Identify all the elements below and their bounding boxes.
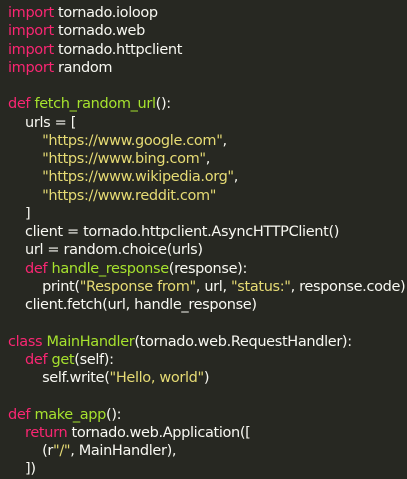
code-line: client.fetch(url, handle_response) bbox=[8, 296, 407, 314]
code-line: "https://www.wikipedia.org", bbox=[8, 168, 407, 186]
code-function-name: make_app bbox=[34, 406, 107, 423]
code-function-name: MainHandler bbox=[46, 333, 135, 350]
code-function-name: fetch_random_url bbox=[34, 96, 156, 113]
code-line: def get(self): bbox=[8, 351, 407, 369]
code-function-name: get bbox=[51, 351, 75, 368]
code-text: , url, bbox=[195, 278, 231, 295]
code-text: (): bbox=[155, 96, 172, 113]
code-line: def make_app(): bbox=[8, 406, 407, 424]
code-keyword: import bbox=[8, 23, 54, 40]
code-text bbox=[8, 188, 42, 204]
code-line: "https://www.bing.com", bbox=[8, 150, 407, 168]
code-text: tornado.ioloop bbox=[53, 5, 158, 21]
code-line: self.write("Hello, world") bbox=[8, 369, 407, 387]
code-text: , bbox=[233, 169, 239, 186]
code-text bbox=[8, 425, 25, 441]
code-text: random bbox=[53, 59, 113, 76]
code-text: , response.code) bbox=[290, 278, 406, 295]
code-function-name: handle_response bbox=[51, 260, 170, 277]
code-line bbox=[8, 314, 407, 332]
code-text: , MainHandler), bbox=[70, 443, 177, 459]
code-line: urls = [ bbox=[8, 114, 407, 132]
code-string: "https://www.reddit.com" bbox=[42, 187, 217, 204]
code-keyword: import bbox=[8, 41, 54, 58]
code-keyword: return bbox=[25, 424, 72, 441]
code-text bbox=[8, 133, 42, 149]
code-text bbox=[8, 151, 42, 167]
code-string: "Response from" bbox=[79, 278, 196, 295]
code-text: print( bbox=[8, 278, 80, 295]
code-text: (): bbox=[106, 406, 122, 423]
code-line bbox=[8, 387, 407, 405]
code-text: , bbox=[222, 132, 228, 149]
code-line: print("Response from", url, "status:", r… bbox=[8, 278, 407, 296]
code-line: import tornado.web bbox=[8, 22, 407, 40]
code-keyword: class bbox=[8, 333, 47, 350]
code-text: tornado.httpclient bbox=[53, 41, 183, 58]
code-text: tornado.web.Application([ bbox=[71, 424, 251, 441]
code-line: class MainHandler(tornado.web.RequestHan… bbox=[8, 333, 407, 351]
code-line: "https://www.google.com", bbox=[8, 132, 407, 150]
code-text: client = tornado.httpclient.AsyncHTTPCli… bbox=[8, 224, 340, 240]
code-line: url = random.choice(urls) bbox=[8, 241, 407, 259]
code-string: "https://www.wikipedia.org" bbox=[42, 169, 234, 186]
code-text: , bbox=[205, 151, 211, 167]
code-keyword: import bbox=[8, 5, 54, 21]
code-line: import tornado.ioloop bbox=[8, 4, 407, 22]
code-text: (self): bbox=[74, 351, 114, 368]
code-text: url = random.choice(urls) bbox=[8, 242, 203, 259]
code-line: ]) bbox=[8, 460, 407, 478]
code-keyword: def bbox=[25, 351, 52, 368]
code-line: return tornado.web.Application([ bbox=[8, 424, 407, 442]
code-string: "status:" bbox=[230, 278, 291, 295]
code-text: (r bbox=[8, 443, 53, 459]
code-line: import tornado.httpclient bbox=[8, 41, 407, 59]
code-keyword: def bbox=[8, 96, 35, 113]
code-text: ) bbox=[203, 370, 210, 386]
code-text: self.write( bbox=[8, 370, 110, 386]
code-text: client.fetch(url, handle_response) bbox=[8, 297, 257, 313]
code-text: tornado.web bbox=[53, 23, 145, 40]
code-line bbox=[8, 77, 407, 95]
code-string: "https://www.google.com" bbox=[42, 132, 223, 149]
code-line: def fetch_random_url(): bbox=[8, 95, 407, 113]
code-line: client = tornado.httpclient.AsyncHTTPCli… bbox=[8, 223, 407, 241]
code-text: ] bbox=[8, 205, 31, 222]
code-text: (tornado.web.RequestHandler): bbox=[134, 333, 352, 350]
code-string: "https://www.bing.com" bbox=[42, 151, 206, 167]
code-line: "https://www.reddit.com" bbox=[8, 187, 407, 205]
code-string: "/" bbox=[53, 443, 71, 459]
code-text: (response): bbox=[168, 260, 248, 277]
code-line: import random bbox=[8, 59, 407, 77]
code-text bbox=[8, 169, 42, 185]
code-keyword: def bbox=[8, 406, 35, 423]
code-line: ] bbox=[8, 205, 407, 223]
code-text: urls = [ bbox=[8, 114, 76, 131]
code-text: ]) bbox=[8, 461, 36, 478]
code-line: (r"/", MainHandler), bbox=[8, 442, 407, 460]
code-keyword: def bbox=[25, 260, 52, 277]
code-line: def handle_response(response): bbox=[8, 260, 407, 278]
code-keyword: import bbox=[8, 59, 54, 76]
code-text bbox=[8, 352, 25, 368]
code-string: "Hello, world" bbox=[109, 370, 205, 386]
code-text bbox=[8, 261, 25, 277]
